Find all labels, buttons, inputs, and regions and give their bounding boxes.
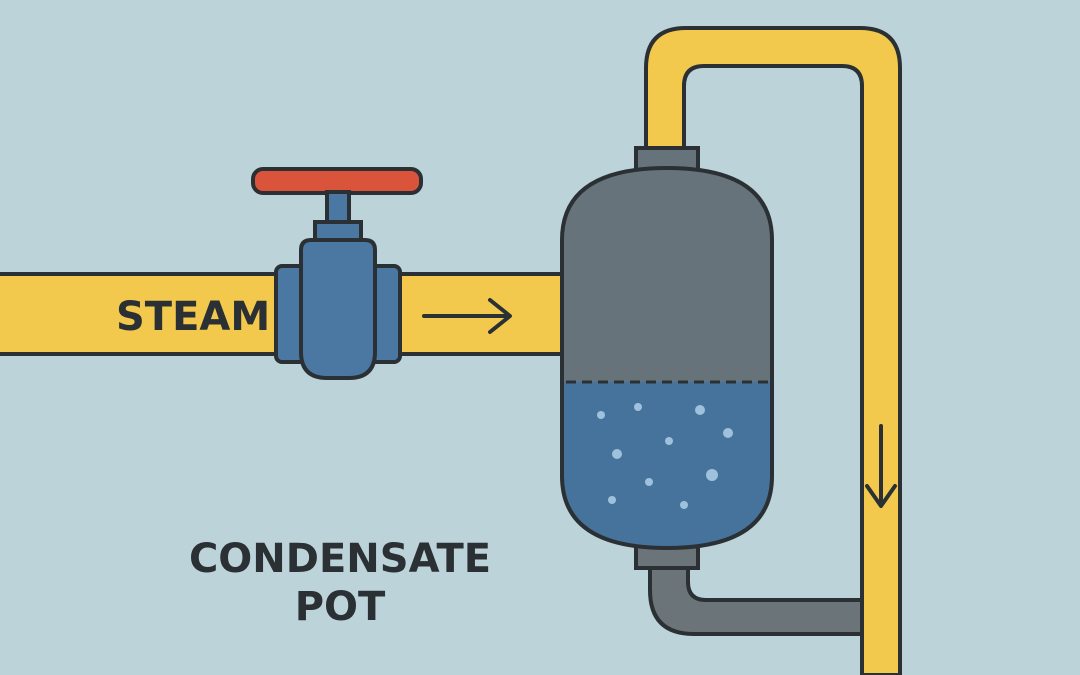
gate-valve-icon xyxy=(251,167,423,380)
arrow-right-icon xyxy=(422,298,512,334)
return-loop-pipe xyxy=(644,26,902,675)
drain-pipe xyxy=(648,563,864,636)
title-line-2: POT xyxy=(295,584,386,630)
title-line-1: CONDENSATE xyxy=(189,536,491,582)
steam-label: STEAM xyxy=(116,294,270,340)
bubbles xyxy=(597,403,733,509)
arrow-down-icon xyxy=(865,424,897,508)
condensate-pot-vessel xyxy=(560,146,774,570)
